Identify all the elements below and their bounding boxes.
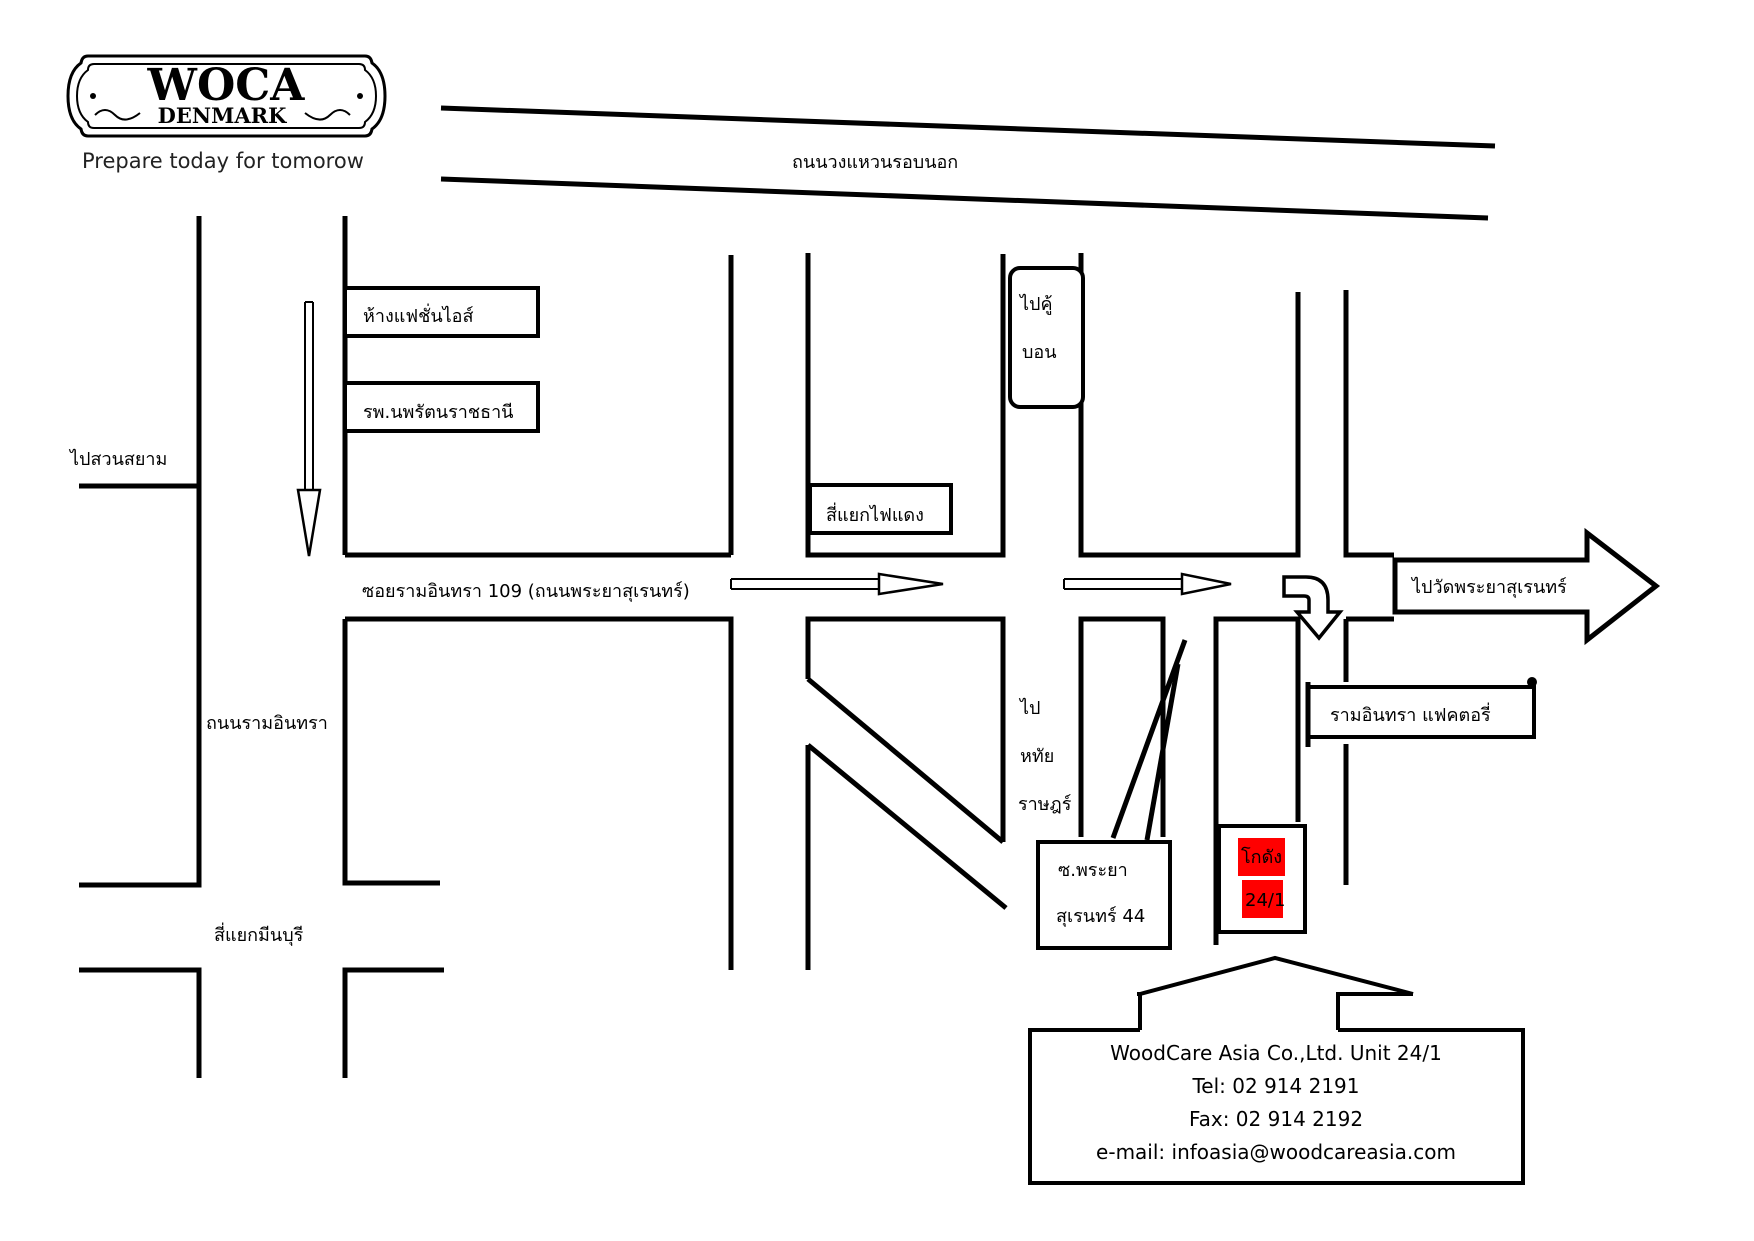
to-khu-bon-label-1: ไปคู้ [1018,293,1053,315]
to-huai-label-1: ไป [1018,697,1040,719]
ramintra-factory-box: รามอินทรา แฟคตอรี่ [1305,677,1537,747]
right-arrow-icon [730,572,944,596]
logo-tagline: Prepare today for tomorow [82,149,364,173]
to-wat-phraya-suren-label: ไปวัดพระยาสุเรนทร์ [1410,576,1567,598]
soi-ramintra-109-label: ซอยรามอินทรา 109 (ถนนพระยาสุเรนทร์) [362,581,690,602]
fashion-island-label: ห้างแฟชั่นไอส์ [363,303,473,327]
minburi-junction-label: สี่แยกมีนบุรี [214,922,304,946]
up-arrow-icon [1139,955,1414,996]
nopparat-hospital-box: รพ.นพรัตนราชธานี [343,381,540,433]
to-huai-label-2: หทัย [1020,746,1054,767]
woca-logo: WOCA DENMARK Prepare today for tomorow [66,54,387,173]
down-arrow-icon [296,301,322,557]
to-khu-bon-box: ไปคู้ บอน [1008,266,1085,409]
ramintra-road-label: ถนนรามอินทรา [206,713,328,734]
soi-ramintra-109: ซอยรามอินทรา 109 (ถนนพระยาสุเรนทร์) [345,253,1394,970]
nopparat-hospital-label: รพ.นพรัตนราชธานี [363,402,513,423]
contact-fax: Fax: 02 914 2192 [1189,1107,1363,1131]
ramintra-factory-label: รามอินทรา แฟคตอรี่ [1330,702,1491,726]
warehouse-box: โกดัง 24/1 [1217,824,1307,934]
warehouse-highlight-1 [1238,838,1285,876]
soi-44-box: ซ.พระยา สุเรนทร์ 44 [1036,840,1172,950]
contact-tel: Tel: 02 914 2191 [1191,1074,1359,1098]
fashion-island-box: ห้างแฟชั่นไอส์ [343,286,540,338]
soi-44-label-1: ซ.พระยา [1058,860,1128,881]
soi-44-label-2: สุเรนทร์ 44 [1056,906,1145,927]
traffic-light-junction-label: สี่แยกไฟแดง [826,502,924,526]
right-arrow-icon [1063,572,1232,596]
contact-company: WoodCare Asia Co.,Ltd. Unit 24/1 [1110,1041,1442,1065]
to-huai-label-3: ราษฎร์ [1018,794,1072,815]
outer-ring-road-label: ถนนวงแหวนรอบนอก [792,152,958,173]
to-wat-phraya-suren-arrow: ไปวัดพระยาสุเรนทร์ [1392,527,1661,646]
contact-callout: WoodCare Asia Co.,Ltd. Unit 24/1 Tel: 02… [1028,955,1525,1185]
logo-country: DENMARK [158,103,287,128]
contact-email: e-mail: infoasia@woodcareasia.com [1096,1140,1456,1164]
warehouse-label-1: โกดัง [1241,846,1282,868]
warehouse-highlight-2 [1242,880,1283,918]
warehouse-label-2: 24/1 [1245,890,1285,911]
turn-arrow-icon [1282,575,1344,641]
ramintra-road: ถนนรามอินทรา [79,216,444,1078]
logo-brand: WOCA [147,60,306,111]
outer-ring-road: ถนนวงแหวนรอบนอก [440,105,1496,221]
to-khu-bon-label-2: บอน [1022,342,1057,363]
right-swirl-icon [304,109,351,121]
to-suan-siam-label: ไปสวนสยาม [68,448,167,470]
left-swirl-icon [94,109,141,121]
traffic-light-junction-box: สี่แยกไฟแดง [808,483,953,535]
